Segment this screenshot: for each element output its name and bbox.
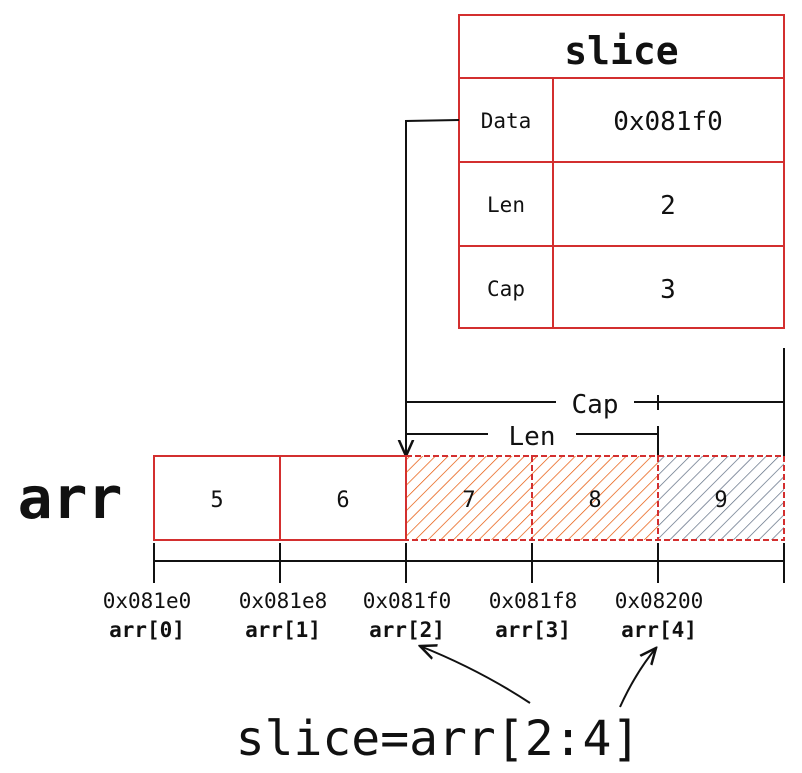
cell-index-label: arr[2]: [369, 618, 445, 642]
cell-index-label: arr[0]: [109, 618, 185, 642]
cell-address: 0x081e8: [239, 589, 328, 613]
cell-address: 0x081f0: [363, 589, 452, 613]
slice-value-data: 0x081f0: [613, 107, 723, 137]
cell-index-label: arr[4]: [621, 618, 697, 642]
cell-hatch-fill: [406, 456, 532, 540]
address-labels: 0x081e0 arr[0] 0x081e8 arr[1] 0x081f0 arr[2] 0…: [103, 589, 704, 642]
array-cells: 5 6 7 8 9: [153, 455, 785, 541]
len-label: Len: [509, 422, 556, 452]
cell-value: 7: [462, 488, 475, 513]
cell-value: 5: [210, 488, 223, 513]
slice-field-cap: Cap: [487, 277, 525, 301]
cell-address: 0x08200: [615, 589, 704, 613]
end-index-arrow: [619, 648, 656, 708]
slice-header-frame: [458, 14, 785, 329]
cell-index-label: arr[1]: [245, 618, 321, 642]
slice-field-data: Data: [481, 109, 532, 133]
cap-bracket: Cap: [406, 348, 785, 458]
cell-value: 9: [714, 488, 727, 513]
data-pointer-arrow: [406, 119, 460, 456]
start-index-arrow: [420, 646, 531, 704]
slice-field-len: Len: [487, 193, 525, 217]
cap-label: Cap: [572, 390, 619, 420]
cell-address: 0x081e0: [103, 589, 192, 613]
slice-header-table: slice Data 0x081f0 Len 2 Cap 3: [458, 14, 785, 329]
cell-address: 0x081f8: [489, 589, 578, 613]
cell-value: 8: [588, 488, 601, 513]
array-cell: [657, 455, 785, 541]
slice-expression: slice=arr[2:4]: [236, 711, 641, 767]
slice-title: slice: [564, 29, 678, 73]
slice-value-cap: 3: [660, 275, 676, 305]
slice-value-len: 2: [660, 191, 676, 221]
cell-index-label: arr[3]: [495, 618, 571, 642]
len-bracket: Len: [406, 422, 659, 458]
array-name: arr: [18, 464, 123, 532]
cell-hatch-fill: [532, 456, 658, 540]
cell-hatch-fill: [658, 456, 784, 540]
address-ticks: [153, 543, 785, 583]
cell-value: 6: [336, 488, 349, 513]
